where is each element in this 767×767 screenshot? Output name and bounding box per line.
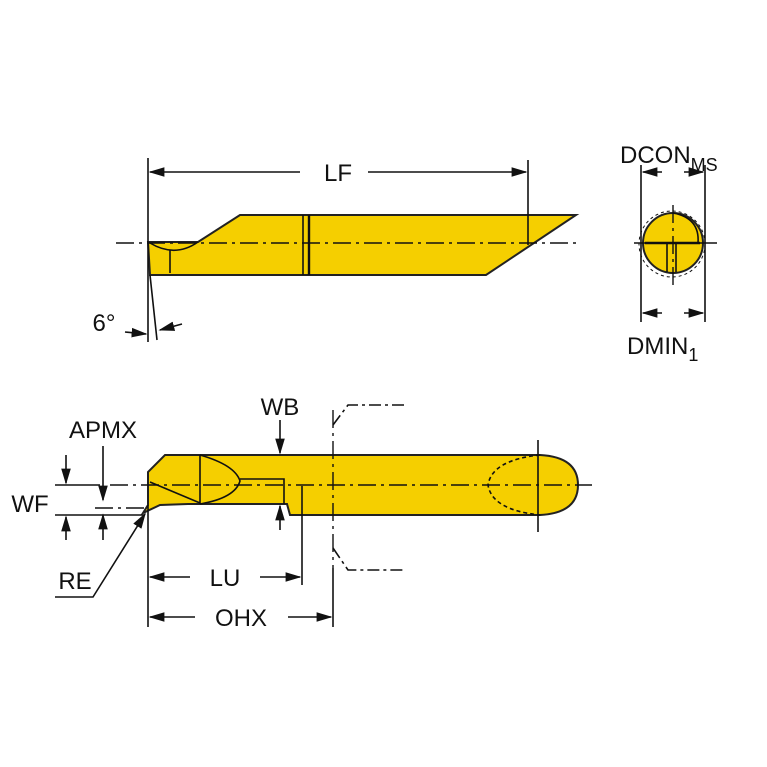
tool-body-top — [146, 214, 580, 276]
lf-label: LF — [324, 160, 352, 187]
ohx-label: OHX — [215, 605, 267, 632]
re-label: RE — [58, 568, 91, 595]
end-view: DCONMS DMIN1 — [620, 142, 718, 365]
wf-label: WF — [11, 491, 48, 518]
wb-label: WB — [261, 394, 300, 421]
angle-label: 6° — [93, 310, 116, 337]
dmin-label: DMIN1 — [627, 333, 698, 365]
apmx-label: APMX — [69, 417, 137, 444]
top-view: LF 6° — [93, 158, 580, 342]
lu-label: LU — [210, 565, 241, 592]
dcon-label: DCONMS — [620, 142, 718, 175]
side-view: WB APMX WF RE LU OHX — [11, 394, 592, 632]
